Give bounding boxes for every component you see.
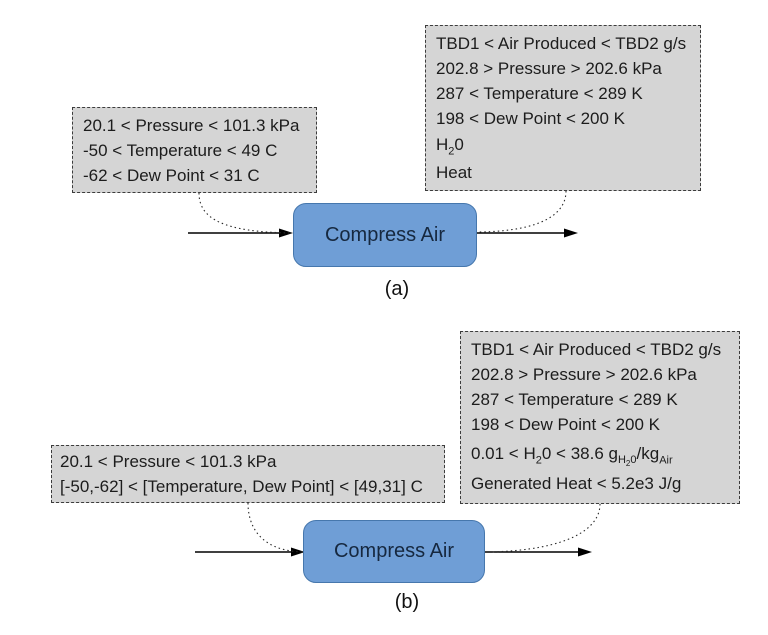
constraint-line: 202.8 > Pressure > 202.6 kPa — [471, 365, 697, 384]
constraint-line: 198 < Dew Point < 200 K — [436, 109, 626, 128]
panel-a-output-constraints-box: TBD1 < Air Produced < TBD2 g/s 202.8 > P… — [425, 25, 701, 191]
constraint-line: 198 < Dew Point < 200 K — [471, 415, 661, 434]
panel-a-caption: (a) — [384, 278, 410, 300]
constraint-line: 20.1 < Pressure < 101.3 kPa — [83, 116, 300, 135]
constraint-line: 202.8 > Pressure > 202.6 kPa — [436, 59, 662, 78]
panel-b-output-arrowhead-icon — [578, 547, 592, 557]
heat-output-line: Heat — [436, 163, 472, 182]
constraint-line: [-50,-62] < [Temperature, Dew Point] < [… — [60, 477, 423, 496]
panel-a-input-arrowhead-icon — [279, 228, 293, 238]
panel-a-input-leader-curve — [198, 192, 292, 234]
constraint-line: 287 < Temperature < 289 K — [471, 390, 678, 409]
panel-b-input-leader-curve — [247, 502, 304, 553]
constraint-line: 20.1 < Pressure < 101.3 kPa — [60, 452, 277, 471]
panel-a-output-arrowhead-icon — [564, 228, 578, 238]
panel-a-compress-air-block: Compress Air — [293, 203, 477, 267]
process-block-label: Compress Air — [333, 540, 455, 562]
generated-heat-line: Generated Heat < 5.2e3 J/g — [471, 474, 682, 493]
h2o-range-line: 0.01 < H20 < 38.6 gH20/kgAir — [471, 444, 673, 469]
panel-a-input-constraints-box: 20.1 < Pressure < 101.3 kPa -50 < Temper… — [72, 107, 317, 193]
panel-b-caption: (b) — [394, 591, 420, 613]
constraint-line: TBD1 < Air Produced < TBD2 g/s — [436, 34, 687, 53]
process-block-label: Compress Air — [324, 223, 446, 246]
panel-b-output-constraints-box: TBD1 < Air Produced < TBD2 g/s 202.8 > P… — [460, 331, 740, 504]
panel-b-input-constraints-box: 20.1 < Pressure < 101.3 kPa [-50,-62] < … — [51, 445, 445, 503]
panel-a-output-leader-curve — [478, 190, 567, 233]
h2o-output-line: H20 — [436, 135, 464, 158]
constraint-line: -62 < Dew Point < 31 C — [83, 166, 260, 185]
panel-b-output-leader-curve — [489, 503, 601, 553]
constraint-line: -50 < Temperature < 49 C — [83, 141, 278, 160]
constraint-line: TBD1 < Air Produced < TBD2 g/s — [471, 340, 722, 359]
constraint-line: 287 < Temperature < 289 K — [436, 84, 643, 103]
panel-b-compress-air-block: Compress Air — [303, 520, 485, 583]
